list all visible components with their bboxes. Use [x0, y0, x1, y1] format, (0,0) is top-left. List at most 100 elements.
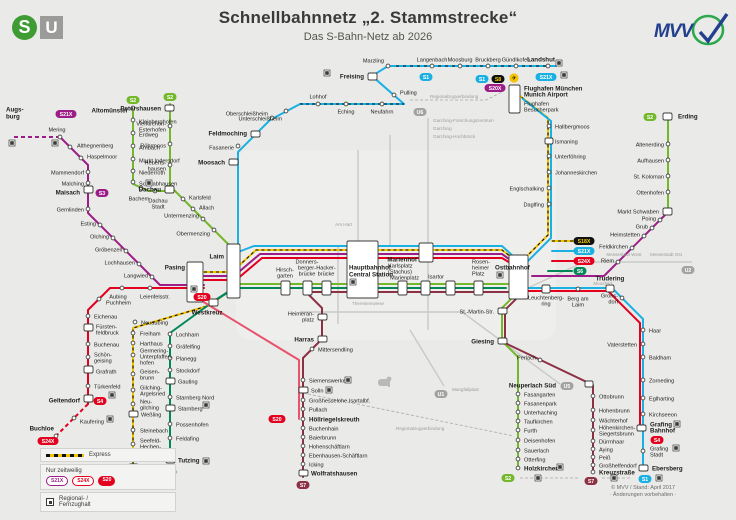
- station-marker: [665, 157, 671, 163]
- station-label: Perlach: [517, 355, 536, 361]
- db-regional-icon-inner: [10, 141, 14, 145]
- legend-regional-label: Regional- / Fernzughalt: [59, 496, 91, 508]
- line-badge-S2: [643, 113, 657, 121]
- station-label: Neuaubing: [141, 320, 168, 326]
- line-badge-S2: [501, 474, 515, 482]
- station-marker: [397, 280, 408, 296]
- station-marker: [420, 280, 431, 296]
- station-marker: [300, 397, 306, 403]
- station-label: Augs-: [6, 107, 24, 114]
- station-label: geising: [94, 358, 112, 364]
- station-label: Solln: [311, 388, 323, 394]
- station-label: Großhelfendorf: [599, 463, 637, 469]
- station-marker: [300, 425, 306, 431]
- line-badge-label: S20: [272, 417, 281, 423]
- map-text: Garching-Forschungszentrum: [433, 118, 494, 123]
- station-label: Lohhof: [309, 94, 327, 100]
- db-regional-icon-inner: [562, 73, 566, 77]
- line-badge-U1: [434, 390, 448, 398]
- station-label: Giesing: [471, 339, 494, 346]
- station-marker: [130, 330, 136, 336]
- station-label: Grafrath: [96, 369, 117, 375]
- station-marker: [130, 143, 136, 149]
- station-label: Eglharting: [649, 396, 674, 402]
- station-label: Esterhofen: [139, 127, 166, 133]
- airplane-icon-glyph: ✈: [511, 75, 516, 82]
- station-label: Vierkirchen-: [136, 121, 166, 127]
- elephant-zoo-icon-trunk: [388, 381, 390, 387]
- station-marker: [85, 206, 91, 212]
- station-label: Marienhof: [387, 257, 418, 264]
- station-label: Neufahrn: [370, 109, 393, 115]
- station-marker: [590, 393, 596, 399]
- station-marker: [152, 188, 158, 194]
- station-marker: [546, 153, 552, 159]
- station-label: Baierbrunn: [309, 435, 336, 441]
- line-badge-label: S21X: [578, 249, 591, 255]
- station-label: Laim: [210, 254, 225, 261]
- station-label: gilching: [140, 405, 159, 411]
- line-badge-label: S3: [99, 191, 105, 197]
- db-regional-icon-inner: [108, 417, 112, 421]
- station-label: brücke: [299, 271, 316, 277]
- transit-line-trunk-s4: [203, 257, 518, 281]
- station-label: Laim: [572, 302, 584, 308]
- line-badge-U5: [560, 382, 574, 390]
- station-marker: [418, 242, 434, 263]
- regional-link-line: [307, 393, 515, 437]
- station-marker: [541, 284, 551, 294]
- station-label: Altomünster: [92, 108, 129, 115]
- transit-line-trunk-s3: [203, 253, 517, 277]
- station-marker: [130, 179, 136, 185]
- legend-badge-S24X: S24X: [72, 476, 95, 486]
- station-label: Markt Schwaben: [617, 209, 659, 215]
- line-badge-U2: [681, 266, 695, 274]
- station-marker: [640, 411, 646, 417]
- station-marker: [665, 173, 671, 179]
- station-label: Moosach: [198, 160, 225, 167]
- line-badge-S21X: [535, 73, 557, 81]
- mvv-logo-check-icon: [698, 13, 729, 44]
- station-marker: [164, 104, 175, 112]
- station-marker: [119, 285, 125, 291]
- station-marker: [662, 207, 673, 216]
- station-label: Mittersendling: [318, 347, 353, 353]
- station-label: Maisach: [56, 190, 81, 197]
- station-label: Fürsten-: [96, 324, 117, 330]
- station-label: Marienplatz: [390, 275, 419, 281]
- station-marker: [149, 274, 155, 280]
- station-marker: [367, 72, 378, 81]
- line-badge-S18X: [573, 237, 595, 245]
- line-badge-label: S18X: [578, 239, 591, 245]
- station-marker: [497, 307, 508, 315]
- station-label: Ottenhofen: [636, 190, 664, 196]
- station-label: Freising: [340, 74, 364, 81]
- station-marker: [226, 243, 241, 299]
- station-marker: [300, 452, 306, 458]
- station-label: Marzling: [363, 58, 384, 64]
- line-badge-label: S24X: [578, 259, 591, 265]
- station-marker: [67, 144, 73, 150]
- station-marker: [130, 371, 136, 377]
- map-text: Garching-Hochbrück: [433, 134, 476, 139]
- station-label: Petershausen: [120, 106, 161, 113]
- db-regional-icon-inner: [53, 141, 57, 145]
- station-label: Possenhofen: [176, 422, 209, 428]
- station-label: Daglfing: [523, 202, 544, 208]
- line-badge-S7: [584, 477, 598, 485]
- station-label: Holzkirchen: [524, 466, 559, 473]
- station-marker: [662, 112, 673, 121]
- station-marker: [473, 280, 484, 296]
- station-marker: [546, 123, 552, 129]
- station-label: St. Koloman: [634, 174, 664, 180]
- transit-line-s8-west-dash: [132, 292, 227, 467]
- station-label: Pullach: [309, 407, 327, 413]
- station-marker: [657, 217, 663, 223]
- db-regional-icon-inner: [675, 422, 679, 426]
- station-marker: [615, 259, 621, 265]
- station-label: Leuchtenberg-: [528, 295, 564, 301]
- station-label: Unterföhring: [555, 154, 586, 160]
- line-badge-S21X: [573, 247, 595, 255]
